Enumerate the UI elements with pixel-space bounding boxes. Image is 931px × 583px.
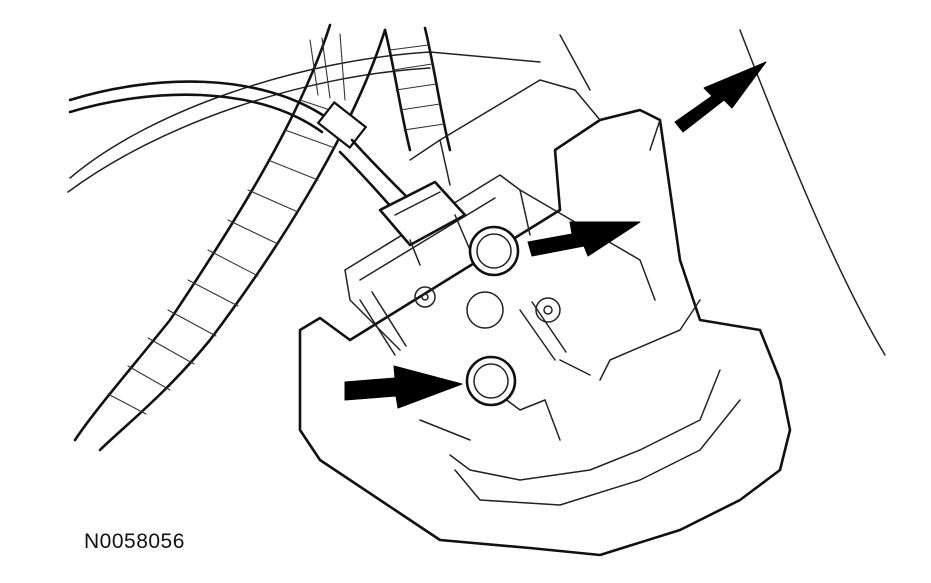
callout-arrow-bracket xyxy=(674,61,767,133)
retaining-nut-lower xyxy=(465,355,517,407)
wiring-conduit xyxy=(383,26,452,152)
body-panel-edges xyxy=(67,29,886,356)
module-bracket xyxy=(298,79,792,557)
electrical-connector xyxy=(378,180,501,266)
retaining-nut-upper xyxy=(468,225,520,277)
antenna-cable xyxy=(68,80,407,210)
figure-code: N0058056 xyxy=(84,530,185,553)
callout-arrow-lower-nut xyxy=(344,365,463,409)
callout-arrow-upper-nut xyxy=(527,221,641,257)
